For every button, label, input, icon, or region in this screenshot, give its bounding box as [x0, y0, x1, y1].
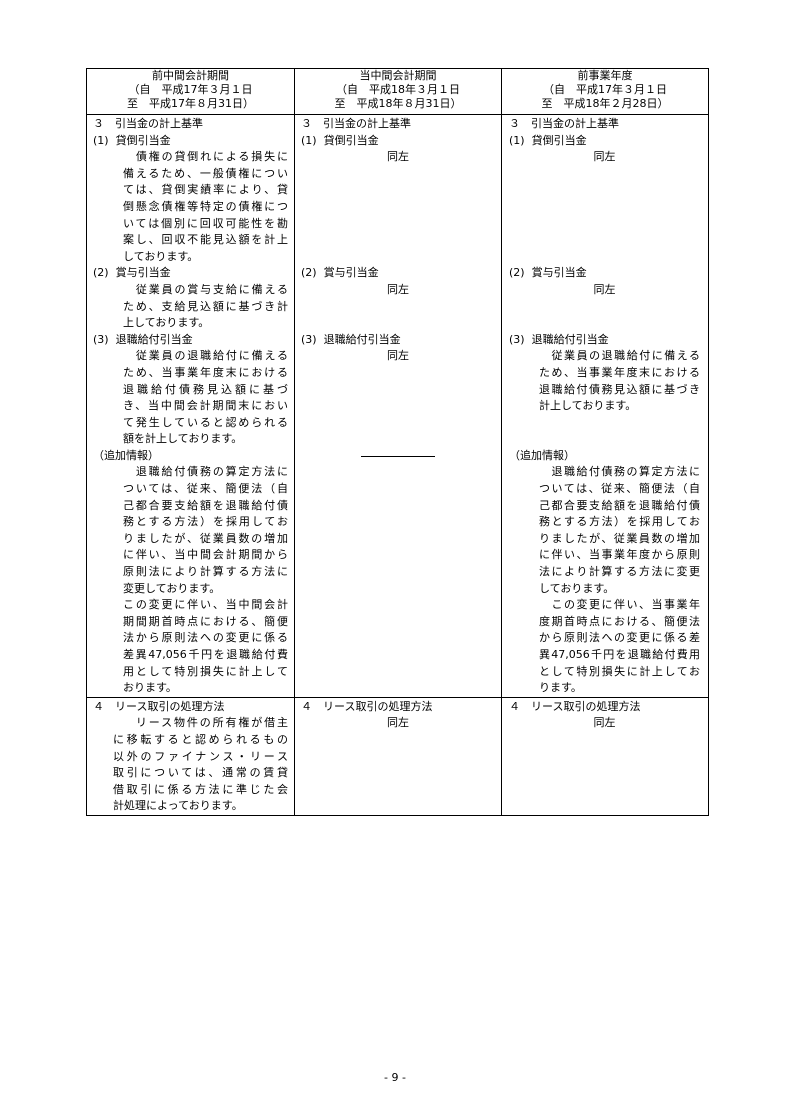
sec3-col2: ３ 引当金の計上基準 (1) 貸倒引当金 同左 (2) 賞与引当金 同左 (3)…: [294, 114, 502, 698]
section-4-row: ４ リース取引の処理方法 リース物件の所有権が借主 に移転すると認められるもの …: [86, 696, 709, 816]
same-as-left: 同左: [593, 282, 616, 296]
same-as-left: 同左: [387, 150, 409, 164]
page-number: - 9 -: [384, 1071, 406, 1084]
allowance-label: (1) 貸倒引当金: [93, 133, 171, 147]
retire-label: (3) 退職給付引当金: [93, 332, 193, 346]
same-as-left: 同左: [593, 716, 616, 730]
sec4-title: ４ リース取引の処理方法: [93, 699, 225, 713]
header-row: 前中間会計期間 （自 平成17年３月１日 至 平成17年８月31日） 当中間会計…: [86, 68, 709, 115]
section-3-row: ３ 引当金の計上基準 (1) 貸倒引当金 債権の貸倒れによる損失に 備えるため、…: [86, 114, 709, 698]
additional-info-label: （追加情報）: [93, 448, 159, 462]
same-as-left: 同左: [387, 349, 409, 363]
bonus-label: (2) 賞与引当金: [93, 266, 171, 280]
header-prior-year: 前事業年度 （自 平成17年３月１日 至 平成18年２月28日）: [501, 68, 709, 115]
sec4-col1: ４ リース取引の処理方法 リース物件の所有権が借主 に移転すると認められるもの …: [86, 696, 295, 816]
not-applicable-dash: [301, 448, 495, 465]
sec4-col2: ４ リース取引の処理方法 同左: [294, 696, 502, 816]
accounting-policy-table: 前中間会計期間 （自 平成17年３月１日 至 平成17年８月31日） 当中間会計…: [86, 68, 709, 816]
sec3-title: ３ 引当金の計上基準: [93, 117, 203, 130]
same-as-left: 同左: [387, 282, 409, 296]
same-as-left: 同左: [387, 716, 409, 730]
sec3-col3: ３ 引当金の計上基準 (1) 貸倒引当金 同左 (2) 賞与引当金 同左 (3)…: [501, 114, 709, 698]
header-current-interim: 当中間会計期間 （自 平成18年３月１日 至 平成18年８月31日）: [294, 68, 502, 115]
same-as-left: 同左: [593, 150, 616, 164]
sec3-col1: ３ 引当金の計上基準 (1) 貸倒引当金 債権の貸倒れによる損失に 備えるため、…: [86, 114, 295, 698]
header-prior-interim: 前中間会計期間 （自 平成17年３月１日 至 平成17年８月31日）: [86, 68, 295, 115]
sec4-col3: ４ リース取引の処理方法 同左: [501, 696, 709, 816]
